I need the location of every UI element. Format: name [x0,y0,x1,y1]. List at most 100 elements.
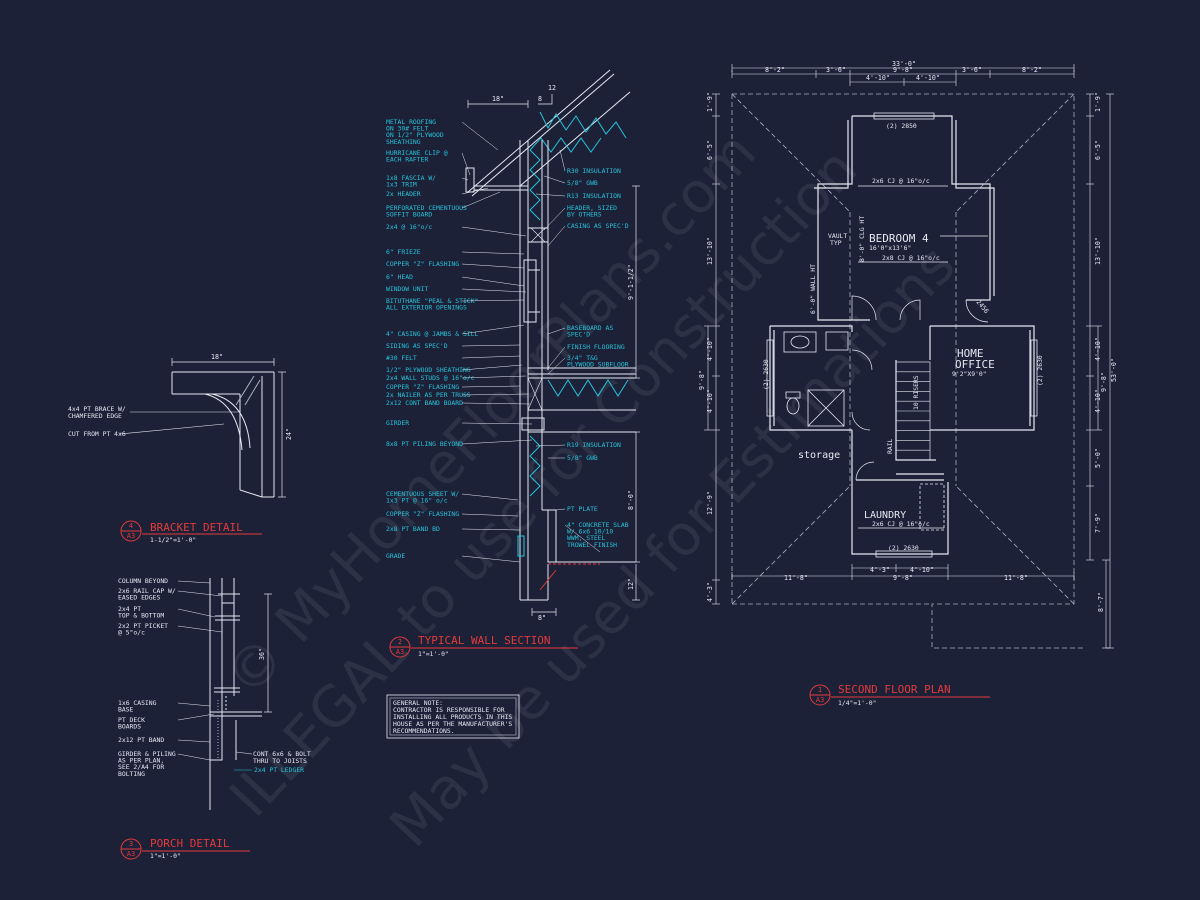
vanity-icon [783,331,817,353]
wall-dim-wall: 9'-1-1/2" [627,264,635,300]
office-size: 9'2"X9'0" [952,370,987,378]
porch-note-5-1: BOARDS [118,723,141,731]
storage-label: storage [798,450,840,461]
wall-pitch-run: 12 [548,84,556,92]
watermark-line-1: © MyHomeFloorPlans.com [213,120,769,710]
general-note-line-5: RECOMMENDATIONS. [393,727,455,735]
wall-note-right-11-1: W/ 6x6 10/10 [567,528,613,536]
window-tag-2: (2) 2630 [762,359,770,390]
wall-note-right-11-3: TROWEL FINISH [567,541,617,549]
wall-note-right-7-0: 3/4" T&G [567,354,598,362]
dim-right-8: 8'-7" [1097,592,1105,612]
bracket-note-cut: CUT FROM PT 4x6 [68,430,126,438]
wall-section-number: 2 [398,638,402,646]
wall-pitch-rise: 8 [538,95,542,103]
wall-note-left-24-0: GRADE [386,552,405,560]
bedroom-name: BEDROOM 4 [869,232,929,245]
general-note-line-3: INSTALLING ALL PRODUCTS IN THIS [393,713,512,721]
rail-note: RAIL [886,438,894,454]
window-tag-4: (2) 2630 [888,544,919,552]
dim-left-3: 4'-10" [706,337,714,361]
wall-note-left-23-0: 2x8 PT BAND BD [386,525,440,533]
ceiling-height-note: 8'-0" CLG HT [858,216,866,262]
wall-note-left-0-3: SHEATHING [386,138,421,146]
office-name-1: HOME [957,347,984,360]
porch-note-5-0: PT DECK [118,716,145,724]
stairs [895,361,931,461]
wall-section-title: TYPICAL WALL SECTION [418,634,550,647]
dim-top-4: 8'-2" [1022,66,1042,74]
general-note-line-2: CONTRACTOR IS RESPONSIBLE FOR [393,706,505,714]
porch-note-4-1: BASE [118,706,134,714]
dim-right-4: 9'-8" [1100,372,1108,392]
wall-section-scale: 1"=1'-0" [418,650,449,658]
bracket-dimensions: 18" 24" [171,353,293,498]
porch-note-right-2: THRU TO JOISTS [253,757,307,765]
risers-note: 10 RISERS [912,375,920,410]
window-tag-3: (2) 2630 [1036,355,1044,386]
dim-top-1: 3'-6" [826,66,846,74]
porch-note-1-0: 2x6 RAIL CAP W/ [118,587,176,595]
dim-bottom-inner-1: 4'-10" [910,566,934,574]
bedroom-door-icon [899,299,921,321]
wall-note-left-8-0: 6" HEAD [386,273,413,281]
dim-overall-depth: 53'-0" [1110,358,1118,382]
porch-detail-scale: 1"=1'-0" [150,852,181,860]
general-note: GENERAL NOTE: CONTRACTOR IS RESPONSIBLE … [386,694,520,739]
bracket-note-brace: 4x4 PT BRACE W/ [68,405,126,413]
porch-note-right-1: CONT 6x6 & BOLT [253,750,311,758]
wall-section-dimensions: 18" 8 12 9'-1-1/2" 8'-0" 12" 8" [467,84,640,622]
bedroom-exit-door-icon [965,299,989,323]
dim-overall-width: 33'-0" [892,60,916,68]
wall-dim-top: 18" [492,95,504,103]
wall-note-left-2-0: 1x8 FASCIA W/ [386,174,436,182]
floor-plan-dimensions: 33'-0"8'-2"3'-6"9'-8"3'-6"8'-2"4'-10"4'-… [698,60,1118,649]
bracket-detail-title: BRACKET DETAIL [150,521,243,534]
wall-note-right-3-0: HEADER, SIZED [567,204,617,212]
laundry-door-icon [855,461,875,481]
porch-note-1-1: EASED EDGES [118,594,160,602]
joist-note-3: 2x6 CJ @ 16"o/c [872,520,930,528]
window-tag-1: (2) 2850 [886,122,917,130]
room-labels: BEDROOM 4 16'0"x13'6" HOME OFFICE 9'2"X9… [798,232,995,521]
wall-section-title-block: 2 A3 TYPICAL WALL SECTION 1"=1'-0" [389,634,578,658]
joist-note-2: 2x8 CJ @ 16"o/c [882,254,940,262]
porch-note-7-1: AS PER PLAN, [118,757,164,765]
wall-note-left-19-0: GIRDER [386,419,409,427]
dim-right-7: 7'-9" [1094,513,1102,533]
wall-note-left-4-1: SOFFIT BOARD [386,211,432,219]
wall-note-left-0-1: ON 30# FELT [386,125,428,133]
wall-note-left-22-0: COPPER "Z" FLASHING [386,510,459,518]
wall-section: 18" 8 12 9'-1-1/2" 8'-0" 12" 8" METAL RO… [386,69,640,658]
wall-note-right-1-0: 5/8" GWB [567,179,598,187]
wall-note-right-2-0: R13 INSULATION [567,192,621,200]
vault-note: VAULT [828,232,847,240]
wall-note-left-18-0: 2x12 CONT BAND BOARD [386,399,463,407]
bracket-detail-sheet: A3 [127,532,135,540]
watermark: © MyHomeFloorPlans.com ILLEGAL to use fo… [213,120,968,860]
bedroom-size: 16'0"x13'6" [869,244,911,252]
second-floor-plan: BEDROOM 4 16'0"x13'6" HOME OFFICE 9'2"X9… [698,60,1118,707]
dim-top-inner-1: 4'-10" [916,74,940,82]
wall-section-sheet: A3 [396,648,404,656]
dim-bottom-2: 11'-8" [1004,574,1028,582]
dim-bottom-inner-0: 4'-3" [870,566,890,574]
wall-note-left-14-0: 1/2" PLYWOOD SHEATHING [386,366,471,374]
doors [851,295,989,481]
wall-dim-found: 8'-0" [627,490,635,510]
dim-right-0: 1'-9" [1094,92,1102,112]
floor-plan-windows [766,112,1038,558]
dim-left-2: 13'-10" [706,237,714,265]
porch-note-6-0: 2x12 PT BAND [118,736,164,744]
wall-note-left-5-0: 2x4 @ 16"o/c [386,223,432,231]
shower-icon [807,389,845,427]
dim-top-0: 8'-2" [765,66,785,74]
bath-fixtures [783,331,945,531]
bracket-dim-width: 18" [211,353,223,361]
dim-left-7: 4'-3" [706,582,714,602]
porch-note-2-0: 2x4 PT [118,605,141,613]
dim-top-2: 9'-8" [893,66,913,74]
